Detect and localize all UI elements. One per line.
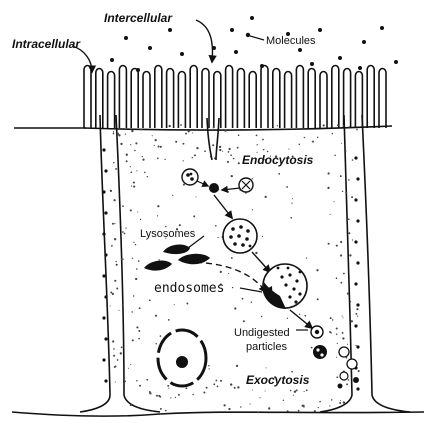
molecules-pointer <box>250 36 264 40</box>
microvillus <box>155 66 162 129</box>
microvillus <box>249 72 256 129</box>
molecule-dot <box>148 46 152 50</box>
microvillus <box>178 72 185 129</box>
microvillus <box>332 66 339 129</box>
endosome-label-pointer <box>240 288 262 292</box>
molecule-dot <box>380 26 384 30</box>
intercellular-arrow <box>196 20 212 62</box>
molecule-dot <box>362 40 366 44</box>
microvilli <box>84 66 392 131</box>
label-endocytosis: Endocytosis <box>242 153 314 167</box>
nucleus <box>158 330 206 386</box>
microvillus <box>214 72 221 129</box>
lysosomes <box>144 245 210 271</box>
microvillus <box>296 66 303 129</box>
endosome <box>263 264 307 309</box>
label-undigested: Undigested <box>234 327 290 339</box>
microvillus <box>285 72 292 129</box>
molecule-dot <box>180 52 184 56</box>
label-lysosomes: Lysosomes <box>140 228 196 240</box>
label-intracellular: Intracellular <box>12 37 81 51</box>
microvillus <box>131 69 138 129</box>
microvillus <box>202 69 209 129</box>
receptor-molecule-right <box>239 178 253 192</box>
microvillus <box>119 66 126 129</box>
molecule-dot <box>136 68 140 72</box>
label-molecules: Molecules <box>266 35 316 47</box>
molecule-dot <box>168 28 172 32</box>
microvillus <box>355 72 362 129</box>
molecule-dot <box>110 58 114 62</box>
molecule-dot <box>124 36 128 40</box>
microvillus <box>108 72 115 129</box>
molecule-dot <box>394 60 398 64</box>
microvillus <box>143 72 150 129</box>
microvillus <box>84 66 91 129</box>
molecule-dot <box>234 50 238 54</box>
microvillus <box>273 69 280 129</box>
label-particles: particles <box>246 341 287 353</box>
endocytic-vesicle <box>223 219 257 253</box>
molecule-dot <box>260 64 264 68</box>
exocytosis-site <box>338 347 360 389</box>
label-intercellular: Intercellular <box>104 11 173 25</box>
microvillus <box>367 66 374 129</box>
molecule-dot <box>318 28 322 32</box>
coated-vesicle <box>209 183 219 193</box>
molecule-dot <box>310 62 314 66</box>
label-endosomes: endosomes <box>154 281 224 296</box>
microvillus <box>167 69 174 129</box>
receptor-molecule-left <box>182 169 198 185</box>
molecule-dot <box>250 16 254 20</box>
microvillus <box>261 66 268 129</box>
microvillus <box>237 69 244 129</box>
microvillus <box>190 66 197 129</box>
exocytosis-vesicle <box>313 345 327 359</box>
molecule-dot <box>230 28 234 32</box>
label-exocytosis: Exocytosis <box>246 373 310 387</box>
molecule-dot <box>358 66 362 70</box>
molecule-dot <box>298 48 302 52</box>
microvillus <box>308 69 315 129</box>
microvillus <box>320 72 327 129</box>
cell-membrane <box>12 115 424 416</box>
microvillus <box>226 66 233 129</box>
molecule-dot <box>338 56 342 60</box>
undigested-particle <box>311 326 323 338</box>
microvillus <box>379 69 386 129</box>
